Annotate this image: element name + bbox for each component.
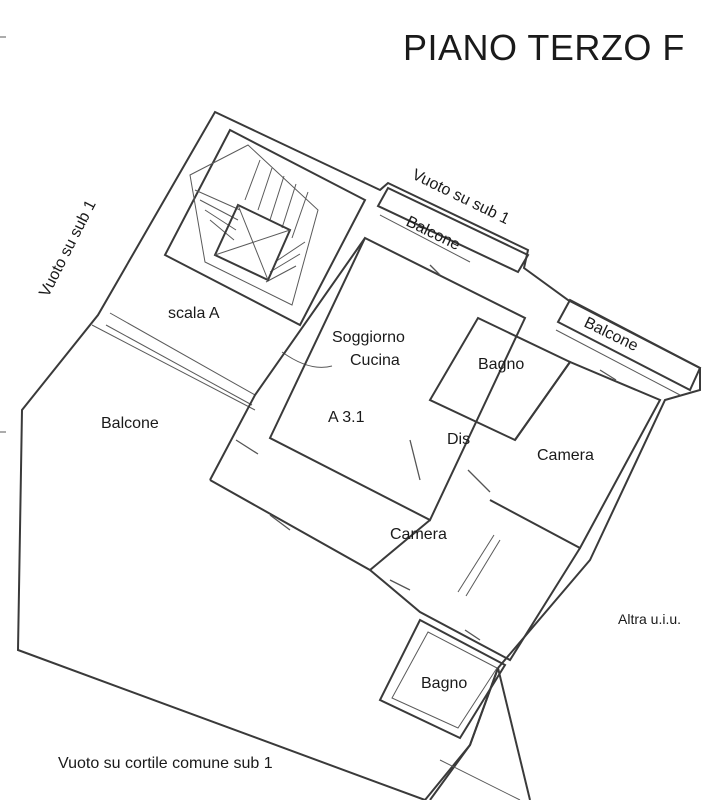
room-label-stair: scala A xyxy=(168,305,220,322)
room-label-kitchen: Cucina xyxy=(350,352,400,369)
building-outline xyxy=(16,110,701,800)
note-void-left: Vuoto su sub 1 xyxy=(36,197,99,299)
page-title: PIANO TERZO F xyxy=(403,27,685,68)
balcony-railing xyxy=(91,312,256,411)
room-label-hall: Dis xyxy=(447,431,470,448)
room-label-bedroom-right: Camera xyxy=(537,447,594,464)
margin-marks xyxy=(0,36,6,433)
note-other-unit: Altra u.i.u. xyxy=(618,611,681,627)
balcony-top-outline xyxy=(376,186,530,274)
room-label-bath-top: Bagno xyxy=(478,356,524,373)
unit-code-label: A 3.1 xyxy=(328,409,365,426)
apartment-walls xyxy=(209,236,662,740)
stair-core xyxy=(163,128,367,368)
balcony-right-outline xyxy=(555,298,702,396)
room-label-living: Soggiorno xyxy=(332,329,405,346)
note-courtyard: Vuoto su cortile comune sub 1 xyxy=(58,755,273,772)
room-label-bedroom-center: Camera xyxy=(390,526,447,543)
room-label-balcony-large: Balcone xyxy=(101,415,159,432)
room-label-bath-bottom: Bagno xyxy=(421,675,467,692)
